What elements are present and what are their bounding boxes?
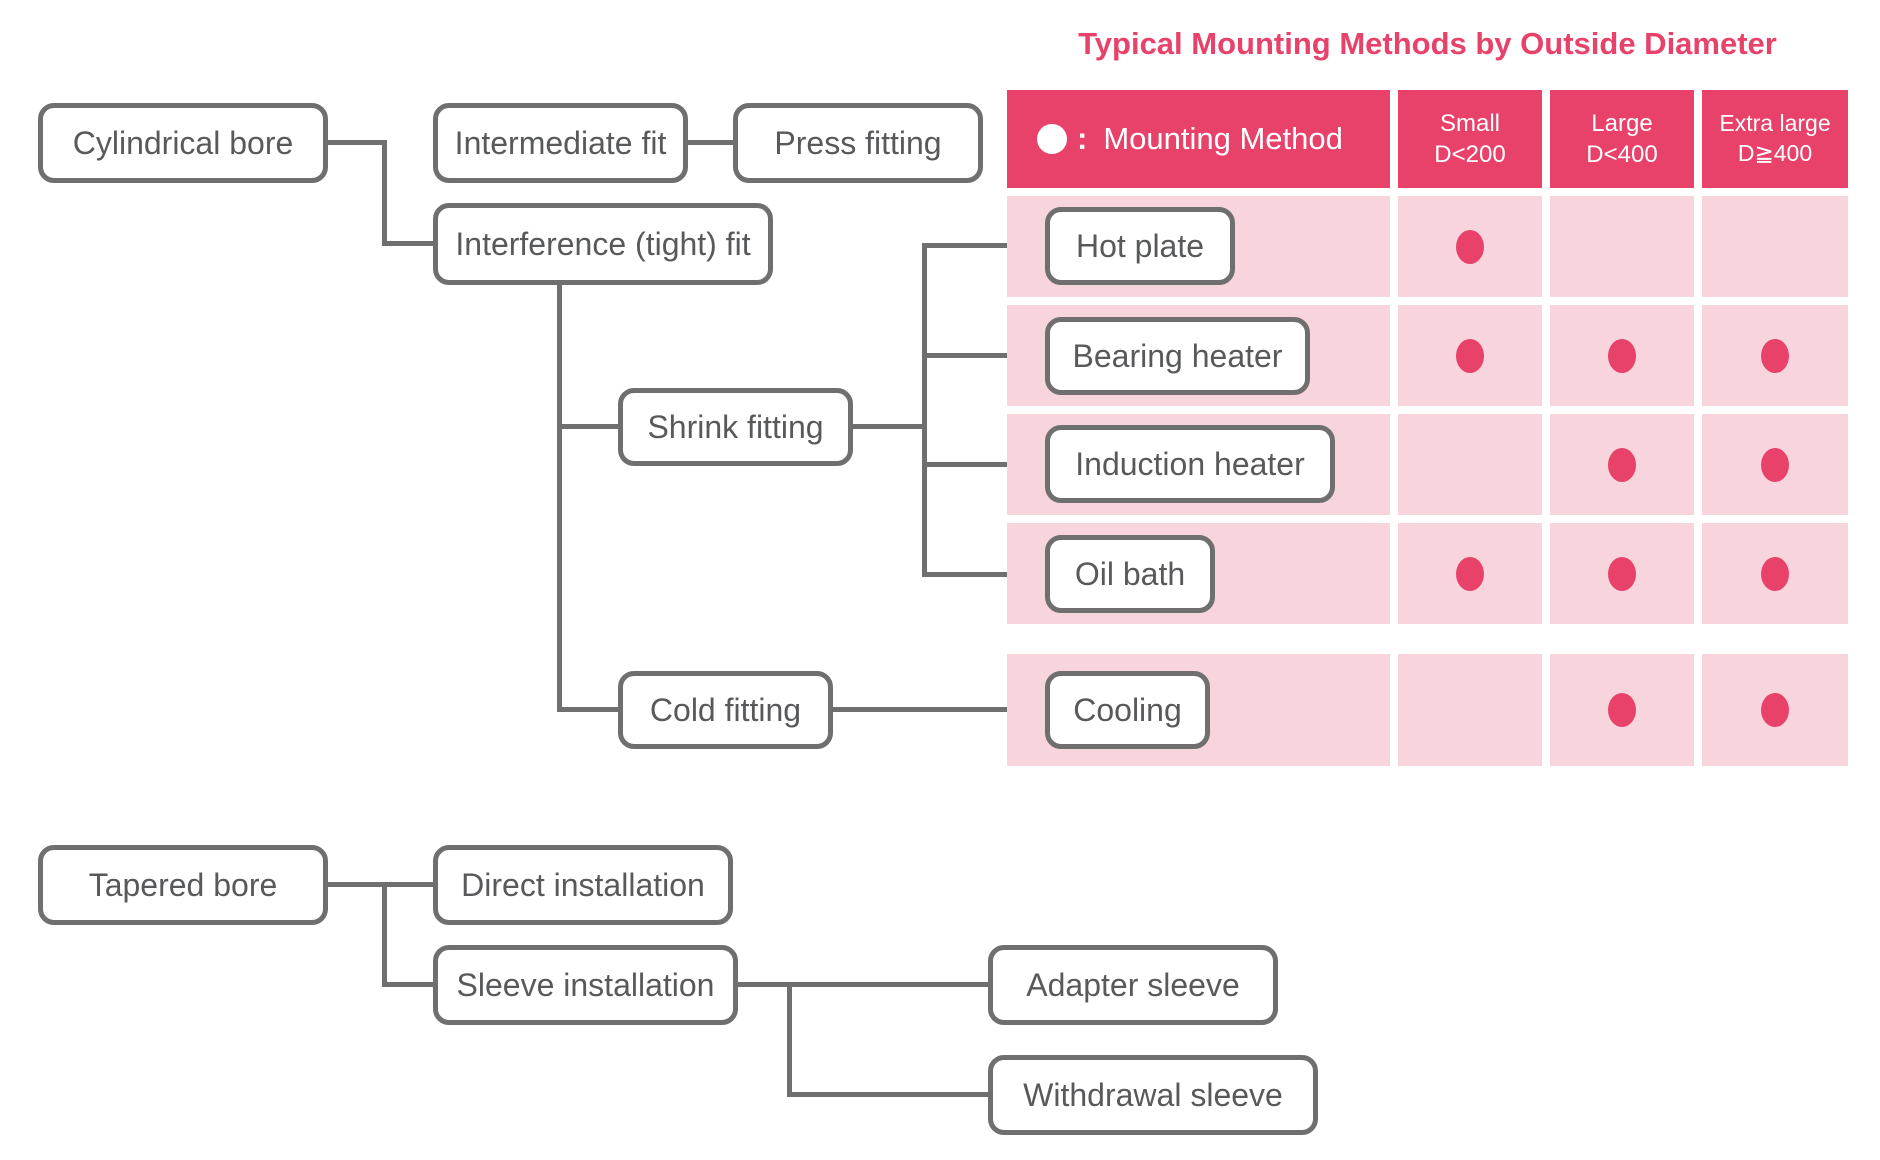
legend-header-cell: : Mounting Method <box>1007 90 1390 188</box>
mark-dot-icon <box>1608 338 1636 373</box>
connector-line <box>557 707 618 712</box>
node-cooling: Cooling <box>1045 671 1210 749</box>
connector-line <box>382 241 433 246</box>
mark-cell-induction-heater-large <box>1550 414 1694 515</box>
connector-line <box>382 882 387 987</box>
node-interference-fit: Interference (tight) fit <box>433 203 773 285</box>
node-adapter-sleeve: Adapter sleeve <box>988 945 1278 1025</box>
node-intermediate-fit: Intermediate fit <box>433 103 688 183</box>
mark-cell-hot-plate-extra-large <box>1702 196 1848 297</box>
mark-dot-icon <box>1761 338 1789 373</box>
mark-dot-icon <box>1608 447 1636 482</box>
connector-line <box>922 243 1057 248</box>
mark-cell-oil-bath-extra-large <box>1702 523 1848 624</box>
column-label: Extra large <box>1719 110 1831 137</box>
connector-line <box>922 353 1057 358</box>
legend-dot-icon <box>1037 124 1067 154</box>
connector-line <box>328 882 433 887</box>
mark-cell-induction-heater-small <box>1398 414 1542 515</box>
column-label: Large <box>1591 109 1653 137</box>
node-bearing-heater: Bearing heater <box>1045 317 1310 395</box>
node-tapered-bore: Tapered bore <box>38 845 328 925</box>
mark-dot-icon <box>1456 338 1484 373</box>
connector-line <box>738 982 988 987</box>
connector-line <box>922 243 927 577</box>
legend-label: Mounting Method <box>1103 120 1343 156</box>
mark-dot-icon <box>1608 556 1636 591</box>
column-header-extra-large: Extra large D≧400 <box>1702 90 1848 188</box>
mark-dot-icon <box>1456 556 1484 591</box>
mark-cell-oil-bath-small <box>1398 523 1542 624</box>
mark-cell-bearing-heater-extra-large <box>1702 305 1848 406</box>
column-range: D<400 <box>1586 141 1658 168</box>
legend-separator: : <box>1077 120 1088 156</box>
node-press-fitting: Press fitting <box>733 103 983 183</box>
connector-line <box>922 462 1057 467</box>
mark-cell-oil-bath-large <box>1550 523 1694 624</box>
connector-line <box>557 283 562 712</box>
connector-line <box>382 140 387 246</box>
column-label: Small <box>1439 109 1500 137</box>
node-shrink-fitting: Shrink fitting <box>618 388 853 466</box>
mark-dot-icon <box>1761 447 1789 482</box>
mark-cell-hot-plate-small <box>1398 196 1542 297</box>
mark-dot-icon <box>1456 229 1484 264</box>
mark-cell-hot-plate-large <box>1550 196 1694 297</box>
mark-dot-icon <box>1761 693 1789 727</box>
connector-line <box>787 1092 988 1097</box>
connector-line <box>328 140 385 145</box>
mark-cell-bearing-heater-large <box>1550 305 1694 406</box>
node-withdrawal-sleeve: Withdrawal sleeve <box>988 1055 1318 1135</box>
connector-line <box>922 572 1057 577</box>
mark-cell-cooling-large <box>1550 654 1694 766</box>
column-range: D≧400 <box>1737 140 1813 166</box>
node-direct-installation: Direct installation <box>433 845 733 925</box>
connector-line <box>787 982 792 1097</box>
connector-line <box>853 424 925 429</box>
node-induction-heater: Induction heater <box>1045 425 1335 503</box>
node-cylindrical-bore: Cylindrical bore <box>38 103 328 183</box>
connector-line <box>688 140 733 145</box>
column-header-small: Small D<200 <box>1398 90 1542 188</box>
connector-line <box>557 424 618 429</box>
mark-cell-cooling-extra-large <box>1702 654 1848 766</box>
node-hot-plate: Hot plate <box>1045 207 1235 285</box>
column-header-large: Large D<400 <box>1550 90 1694 188</box>
connector-line <box>833 707 1055 712</box>
mark-dot-icon <box>1761 556 1789 591</box>
node-sleeve-installation: Sleeve installation <box>433 945 738 1025</box>
column-range: D<200 <box>1434 141 1506 168</box>
connector-line <box>382 982 433 987</box>
mark-dot-icon <box>1608 693 1636 727</box>
node-oil-bath: Oil bath <box>1045 535 1215 613</box>
mark-cell-induction-heater-extra-large <box>1702 414 1848 515</box>
mark-cell-cooling-small <box>1398 654 1542 766</box>
mark-cell-bearing-heater-small <box>1398 305 1542 406</box>
table-title: Typical Mounting Methods by Outside Diam… <box>1078 26 1777 61</box>
node-cold-fitting: Cold fitting <box>618 671 833 749</box>
